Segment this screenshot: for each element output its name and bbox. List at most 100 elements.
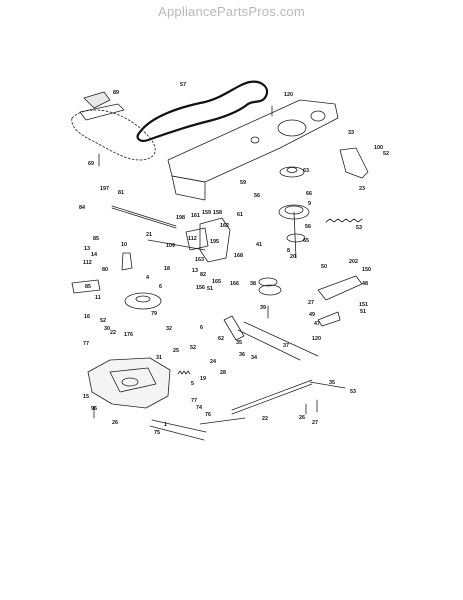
callout-c61: 61 bbox=[237, 212, 243, 218]
callout-c162: 162 bbox=[220, 223, 229, 229]
callout-c26b: 26 bbox=[299, 415, 305, 421]
idler-pulley-63 bbox=[279, 166, 305, 178]
callout-c56a: 56 bbox=[254, 193, 260, 199]
shift-rod-81b bbox=[111, 207, 177, 229]
callout-c1: 1 bbox=[164, 422, 167, 428]
bracket-23 bbox=[339, 147, 369, 179]
rod-28 bbox=[231, 379, 313, 411]
callout-c24: 24 bbox=[210, 359, 216, 365]
sleeve-62 bbox=[223, 315, 245, 341]
callout-c112a: 112 bbox=[188, 236, 197, 242]
pulley-65 bbox=[286, 233, 306, 243]
transmission-detail bbox=[109, 367, 157, 393]
callout-c35b: 35 bbox=[329, 380, 335, 386]
callout-c23: 23 bbox=[359, 186, 365, 192]
callout-labels: 8957120693310052236356591978184666195319… bbox=[79, 82, 389, 436]
rod-21 bbox=[147, 239, 206, 251]
callout-c168: 168 bbox=[234, 253, 243, 259]
pedal-bracket-10 bbox=[121, 252, 133, 271]
callout-c52b: 52 bbox=[100, 318, 106, 324]
seat-bracket-89 bbox=[83, 91, 111, 109]
callout-c26a: 26 bbox=[112, 420, 118, 426]
callout-c150: 150 bbox=[362, 267, 371, 273]
mount-plate-80 bbox=[71, 279, 101, 294]
lever-49 bbox=[317, 311, 341, 327]
callout-c8: 8 bbox=[287, 248, 290, 254]
callout-c27a: 27 bbox=[308, 300, 314, 306]
callout-c52c: 52 bbox=[190, 345, 196, 351]
callout-c96: 96 bbox=[91, 406, 97, 412]
engine-pulley-79-hub bbox=[135, 295, 151, 303]
callout-c166: 166 bbox=[230, 281, 239, 287]
callout-c76: 76 bbox=[205, 412, 211, 418]
callout-c53b: 53 bbox=[350, 389, 356, 395]
lever-48 bbox=[317, 275, 363, 301]
callout-c112b: 112 bbox=[83, 260, 92, 266]
callout-c66: 66 bbox=[306, 191, 312, 197]
brake-rod-75 bbox=[151, 419, 207, 433]
callout-c161: 161 bbox=[191, 213, 200, 219]
callout-c48: 48 bbox=[362, 281, 368, 287]
callout-c85a: 85 bbox=[93, 236, 99, 242]
frame-hole-3 bbox=[250, 136, 260, 144]
callout-c20: 20 bbox=[290, 254, 296, 260]
callout-c27b: 27 bbox=[312, 420, 318, 426]
callout-c33: 33 bbox=[348, 130, 354, 136]
callout-c6b: 6 bbox=[200, 325, 203, 331]
shift-rod-81 bbox=[111, 205, 177, 227]
callout-c11: 11 bbox=[95, 295, 101, 301]
callout-c165: 165 bbox=[212, 279, 221, 285]
callout-c69: 69 bbox=[88, 161, 94, 167]
callout-c77b: 77 bbox=[191, 398, 197, 404]
callout-c13b: 13 bbox=[192, 268, 198, 274]
callout-c21: 21 bbox=[146, 232, 152, 238]
callout-c18: 18 bbox=[164, 266, 170, 272]
idler-pulley-63-hub bbox=[286, 167, 298, 173]
rod-37 bbox=[243, 321, 319, 357]
callout-c176: 176 bbox=[124, 332, 133, 338]
callout-c158: 158 bbox=[213, 210, 222, 216]
callout-c28: 28 bbox=[220, 370, 226, 376]
callout-c31: 31 bbox=[156, 355, 162, 361]
callout-c35: 35 bbox=[236, 340, 242, 346]
callout-c5: 5 bbox=[191, 381, 194, 387]
seat-rail bbox=[79, 103, 125, 121]
callout-c80: 80 bbox=[102, 267, 108, 273]
callout-c151: 151 bbox=[359, 302, 368, 308]
callout-c14: 14 bbox=[91, 252, 97, 258]
transmission-1 bbox=[87, 357, 171, 409]
pulley-shaft bbox=[293, 211, 297, 259]
watermark: AppliancePartsPros.com bbox=[158, 4, 305, 19]
callout-c89: 89 bbox=[113, 90, 119, 96]
rod-22 bbox=[199, 417, 246, 425]
pulley-8 bbox=[258, 277, 278, 287]
callout-c163: 163 bbox=[195, 257, 204, 263]
frame-hole-2 bbox=[310, 110, 326, 122]
callout-c19: 19 bbox=[200, 376, 206, 382]
callout-c30: 30 bbox=[104, 326, 110, 332]
callout-c77a: 77 bbox=[83, 341, 89, 347]
callout-c25: 25 bbox=[173, 348, 179, 354]
callout-c100: 100 bbox=[374, 145, 383, 151]
callout-c202: 202 bbox=[349, 259, 358, 265]
callout-c156: 156 bbox=[196, 285, 205, 291]
callout-c109: 109 bbox=[166, 243, 175, 249]
brake-rod-76 bbox=[149, 425, 205, 441]
callout-c4: 4 bbox=[146, 275, 149, 281]
callout-c74: 74 bbox=[196, 405, 202, 411]
callout-c65: 65 bbox=[303, 238, 309, 244]
callout-c32: 32 bbox=[166, 326, 172, 332]
callout-c39: 39 bbox=[260, 305, 266, 311]
rod-53b bbox=[309, 381, 346, 389]
callout-c52a: 52 bbox=[383, 151, 389, 157]
callout-c159: 159 bbox=[202, 210, 211, 216]
callout-c15: 15 bbox=[83, 394, 89, 400]
callout-c16: 16 bbox=[84, 314, 90, 320]
callout-c85b: 85 bbox=[85, 284, 91, 290]
shift-plate bbox=[185, 227, 209, 251]
callout-c38: 38 bbox=[250, 281, 256, 287]
callout-c51b: 51 bbox=[360, 309, 366, 315]
callout-c47: 47 bbox=[314, 321, 320, 327]
callout-c75: 75 bbox=[154, 430, 160, 436]
